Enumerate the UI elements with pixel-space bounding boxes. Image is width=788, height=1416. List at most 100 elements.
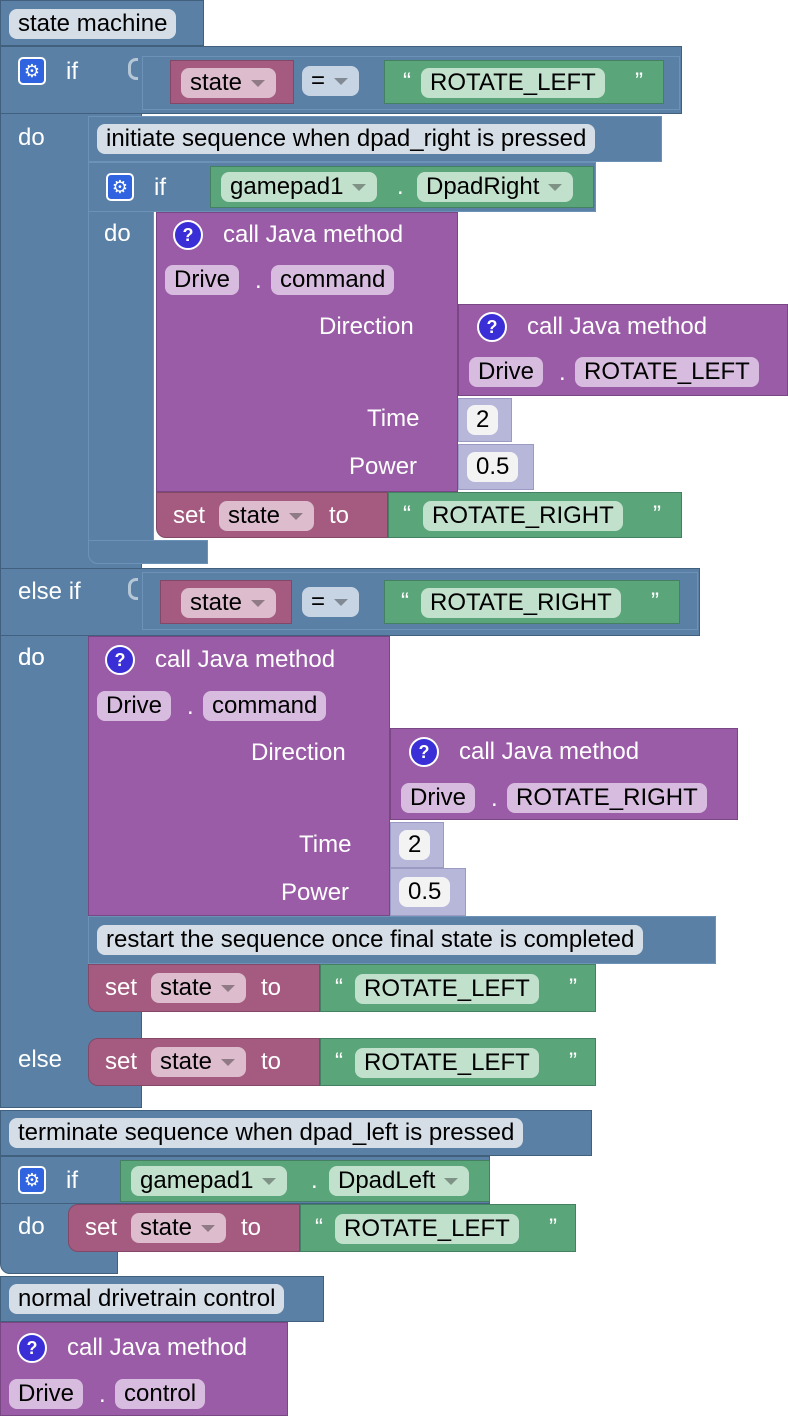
state-variable-dropdown[interactable]: state [131, 1213, 227, 1243]
dot-label: . [311, 1167, 318, 1194]
number-value[interactable]: 0.5 [467, 452, 519, 482]
quote-close: ” [635, 68, 643, 95]
comment-text[interactable]: initiate sequence when dpad_right is pre… [97, 124, 596, 154]
button-dropdown[interactable]: DpadLeft [329, 1166, 470, 1196]
to-label: to [261, 974, 282, 1001]
text-block[interactable]: “ ROTATE_LEFT ” [320, 1038, 596, 1086]
enum-name[interactable]: ROTATE_RIGHT [507, 783, 707, 813]
equals-operator-dropdown[interactable]: = [302, 66, 360, 96]
text-value[interactable]: ROTATE_LEFT [355, 974, 539, 1004]
quote-close: ” [549, 1214, 557, 1241]
dot-label: . [187, 693, 194, 720]
method-name[interactable]: control [115, 1379, 206, 1409]
set-variable-block[interactable]: set state to [156, 492, 388, 538]
if-label: if [154, 174, 166, 201]
comment-block-initiate[interactable]: initiate sequence when dpad_right is pre… [88, 116, 662, 162]
enum-name[interactable]: ROTATE_LEFT [575, 357, 759, 387]
method-name[interactable]: command [271, 265, 395, 295]
gear-icon[interactable]: ⚙ [18, 57, 46, 85]
help-icon[interactable]: ? [173, 220, 203, 250]
quote-close: ” [569, 974, 577, 1001]
class-name[interactable]: Drive [165, 265, 240, 295]
dot-label: . [559, 359, 566, 386]
quote-open: “ [401, 588, 409, 615]
class-name[interactable]: Drive [469, 357, 544, 387]
comment-text[interactable]: normal drivetrain control [9, 1284, 285, 1314]
gear-icon[interactable]: ⚙ [18, 1166, 46, 1194]
help-icon[interactable]: ? [105, 645, 135, 675]
state-variable-dropdown[interactable]: state [151, 1047, 247, 1077]
quote-close: ” [651, 588, 659, 615]
variable-get-block[interactable]: state [170, 60, 294, 104]
comment-text[interactable]: restart the sequence once final state is… [97, 925, 644, 955]
class-name[interactable]: Drive [9, 1379, 84, 1409]
state-variable-dropdown[interactable]: state [181, 588, 277, 618]
java-method-block[interactable]: ? call Java method Drive . command Direc… [156, 212, 458, 492]
state-variable-dropdown[interactable]: state [181, 68, 277, 98]
direction-label: Direction [319, 313, 414, 340]
gamepad-button-block[interactable]: gamepad1 . DpadLeft [120, 1160, 490, 1202]
java-method-block[interactable]: ? call Java method Drive . command Direc… [88, 636, 390, 916]
gamepad-dropdown[interactable]: gamepad1 [131, 1166, 288, 1196]
text-value[interactable]: ROTATE_LEFT [335, 1214, 519, 1244]
number-block[interactable]: 0.5 [390, 868, 466, 916]
quote-open: “ [403, 68, 411, 95]
nested-if-footer [88, 540, 208, 564]
gamepad-button-block[interactable]: gamepad1 . DpadRight [210, 166, 594, 208]
comment-block-terminate[interactable]: terminate sequence when dpad_left is pre… [0, 1110, 592, 1156]
else-if-label: else if [18, 578, 81, 605]
set-variable-block[interactable]: set state to [88, 964, 320, 1012]
help-icon[interactable]: ? [17, 1333, 47, 1363]
quote-open: “ [315, 1214, 323, 1241]
number-value[interactable]: 2 [467, 405, 499, 435]
variable-get-block[interactable]: state [160, 580, 292, 624]
set-variable-block[interactable]: set state to [88, 1038, 320, 1086]
java-enum-block[interactable]: ? call Java method Drive . ROTATE_LEFT [458, 304, 788, 396]
text-block[interactable]: “ ROTATE_LEFT ” [384, 60, 664, 104]
state-variable-dropdown[interactable]: state [151, 973, 247, 1003]
class-name[interactable]: Drive [97, 691, 172, 721]
text-value[interactable]: ROTATE_LEFT [355, 1048, 539, 1078]
text-block[interactable]: “ ROTATE_LEFT ” [320, 964, 596, 1012]
power-label: Power [281, 879, 350, 906]
gamepad-dropdown[interactable]: gamepad1 [221, 172, 378, 202]
number-block[interactable]: 2 [458, 398, 512, 442]
call-java-label: call Java method [223, 221, 404, 248]
number-block[interactable]: 2 [390, 822, 444, 868]
set-label: set [105, 1048, 138, 1075]
set-variable-block[interactable]: set state to [68, 1204, 300, 1252]
help-icon[interactable]: ? [477, 312, 507, 342]
java-enum-block[interactable]: ? call Java method Drive . ROTATE_RIGHT [390, 728, 738, 820]
dot-label: . [255, 267, 262, 294]
comment-block-normal[interactable]: normal drivetrain control [0, 1276, 324, 1322]
call-java-label: call Java method [155, 646, 336, 673]
comment-block-state-machine[interactable]: state machine [0, 0, 204, 46]
text-block[interactable]: “ ROTATE_RIGHT ” [388, 492, 682, 538]
text-block[interactable]: “ ROTATE_RIGHT ” [384, 580, 680, 624]
comment-text[interactable]: state machine [9, 9, 177, 39]
do-label: do [104, 220, 131, 247]
state-variable-dropdown[interactable]: state [219, 501, 315, 531]
power-label: Power [349, 453, 418, 480]
gear-icon[interactable]: ⚙ [106, 173, 134, 201]
equals-operator-dropdown[interactable]: = [302, 587, 360, 617]
method-name[interactable]: command [203, 691, 327, 721]
number-value[interactable]: 0.5 [399, 877, 451, 907]
number-block[interactable]: 0.5 [458, 444, 534, 490]
if-label: if [66, 1167, 78, 1194]
help-icon[interactable]: ? [409, 737, 439, 767]
text-value[interactable]: ROTATE_RIGHT [421, 588, 621, 618]
text-block[interactable]: “ ROTATE_LEFT ” [300, 1204, 576, 1252]
set-label: set [85, 1214, 118, 1241]
comment-text[interactable]: terminate sequence when dpad_left is pre… [9, 1118, 524, 1148]
number-value[interactable]: 2 [399, 830, 431, 860]
quote-open: “ [335, 974, 343, 1001]
text-value[interactable]: ROTATE_LEFT [421, 68, 605, 98]
quote-open: “ [335, 1048, 343, 1075]
java-method-block[interactable]: ? call Java method Drive . control [0, 1322, 288, 1416]
comment-block-restart[interactable]: restart the sequence once final state is… [88, 916, 716, 964]
text-value[interactable]: ROTATE_RIGHT [423, 501, 623, 531]
set-label: set [173, 502, 206, 529]
button-dropdown[interactable]: DpadRight [417, 172, 574, 202]
class-name[interactable]: Drive [401, 783, 476, 813]
